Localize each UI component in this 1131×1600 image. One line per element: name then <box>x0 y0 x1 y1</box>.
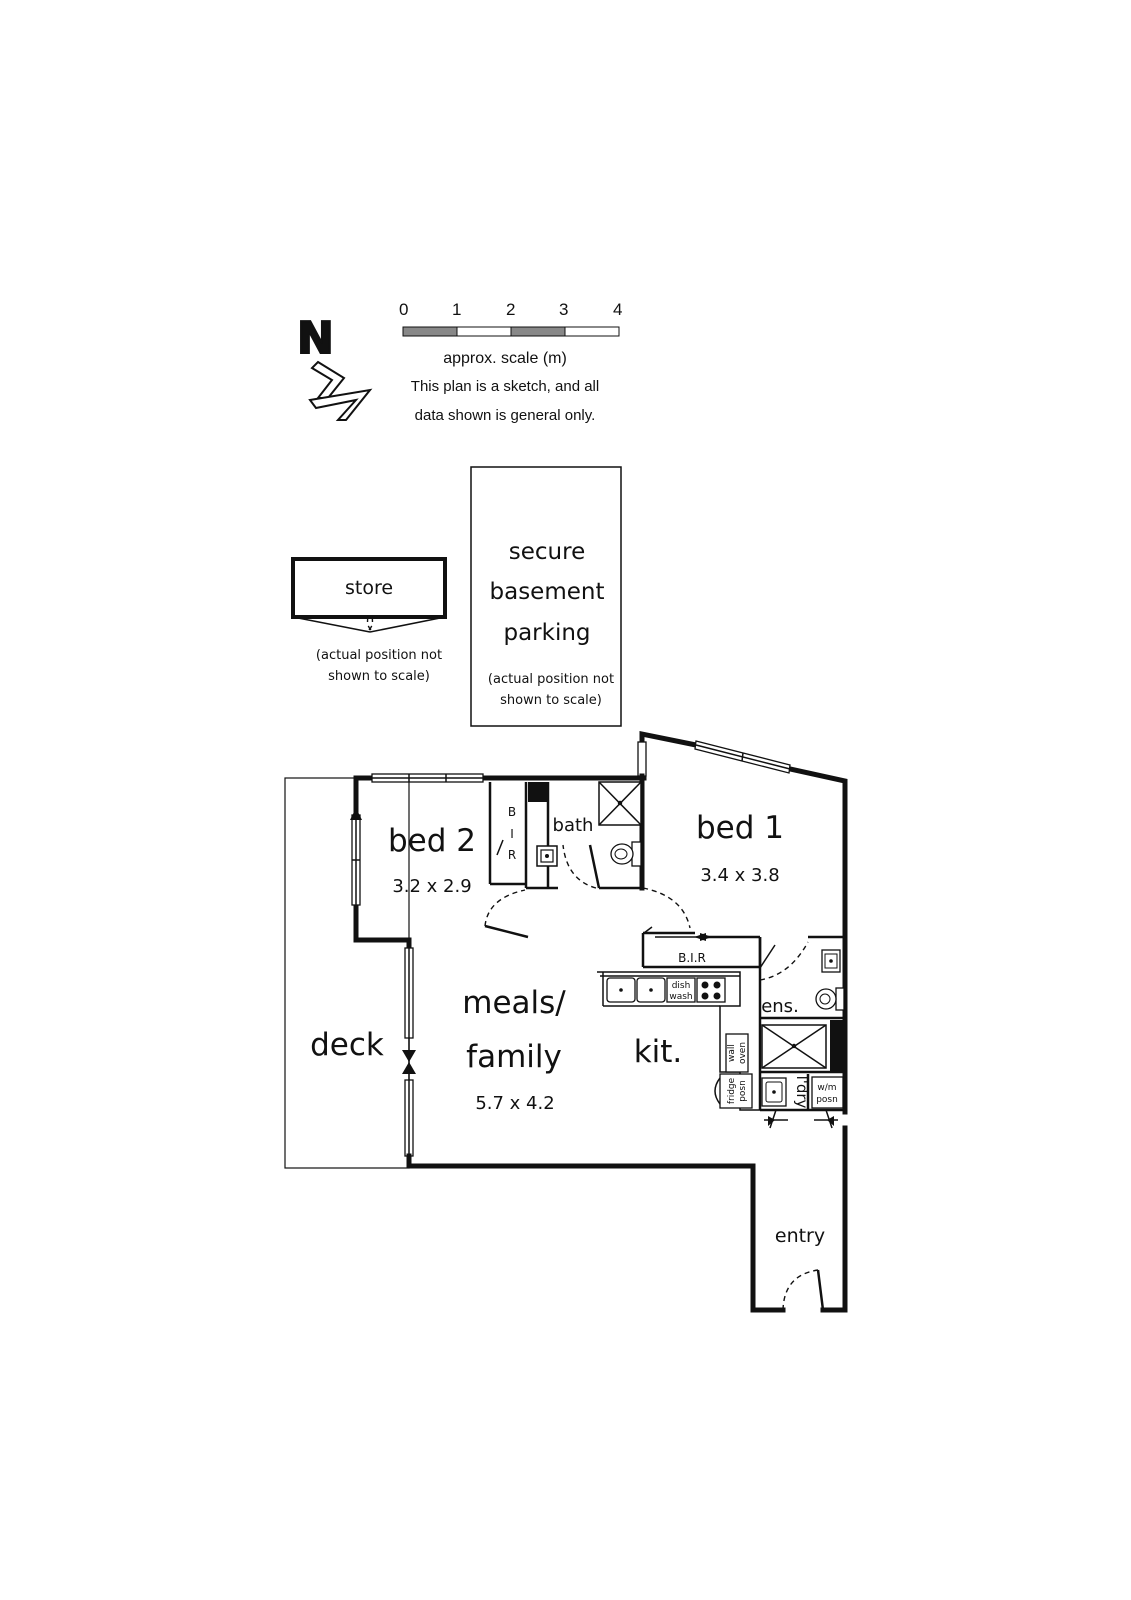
store-label: store <box>345 577 393 599</box>
bath-name: bath <box>553 815 594 836</box>
meals-line2: family <box>466 1039 562 1075</box>
parking-note-line1: (actual position not <box>488 672 614 687</box>
disclaimer-line1: This plan is a sketch, and all <box>411 378 599 395</box>
parking-note-line2: shown to scale) <box>500 693 602 708</box>
laundry-fixtures <box>761 1076 844 1109</box>
parking-line2: basement <box>490 579 605 605</box>
bed2-bir-l1: B <box>508 805 516 819</box>
dishwasher-l2: wash <box>669 992 692 1002</box>
ensuite-fixtures <box>761 949 845 1069</box>
bed2-bir-l2: I <box>510 827 514 841</box>
bath-basin <box>536 845 558 867</box>
north-letter: N <box>297 313 334 364</box>
parking: secure basement parking (actual position… <box>470 466 622 727</box>
doors <box>484 839 838 1311</box>
kitchen-bench <box>597 971 761 1111</box>
bed1-bir-label: B.I.R <box>678 951 706 965</box>
scale-tick-4: 4 <box>613 300 622 319</box>
bed1-name: bed 1 <box>696 810 784 846</box>
bath-shower <box>598 781 642 826</box>
parking-line1: secure <box>509 539 585 565</box>
bed1-window <box>637 740 791 777</box>
dishwasher-l1: dish <box>672 981 691 991</box>
disclaimer-line2: data shown is general only. <box>415 407 596 424</box>
kitchen-name: kit. <box>634 1034 683 1070</box>
deck-sliding-door <box>402 947 416 1169</box>
scale-tick-2: 2 <box>506 300 515 319</box>
meals-line1: meals/ <box>462 985 566 1021</box>
bed2-dims: 3.2 x 2.9 <box>392 876 471 897</box>
fridge-l2: posn <box>738 1080 748 1102</box>
bath-toilet <box>610 841 642 867</box>
deck-name: deck <box>310 1027 384 1063</box>
bed2-window-top <box>371 773 484 783</box>
scale-tick-1: 1 <box>452 300 461 319</box>
scale-bar: 0 1 2 3 4 approx. scale (m) This plan is… <box>399 300 622 424</box>
interior-walls <box>353 773 845 1112</box>
wall-oven-l1: wall <box>727 1044 737 1062</box>
scale-caption: approx. scale (m) <box>443 350 567 367</box>
washer-l1: w/m <box>817 1083 836 1093</box>
parking-line3: parking <box>503 620 590 646</box>
washer-l2: posn <box>816 1095 838 1105</box>
north-arrow-icon: N <box>296 312 373 421</box>
ensuite-name: ens. <box>761 996 799 1017</box>
deck-outline <box>284 777 410 1169</box>
scale-tick-0: 0 <box>399 300 408 319</box>
entry-name: entry <box>775 1225 825 1247</box>
scale-tick-3: 3 <box>559 300 568 319</box>
store: store (actual position not shown to scal… <box>291 557 447 684</box>
bed1-dims: 3.4 x 3.8 <box>700 865 779 886</box>
fridge-l1: fridge <box>727 1077 737 1104</box>
store-note-line2: shown to scale) <box>328 669 430 684</box>
wall-oven-l2: oven <box>738 1042 748 1064</box>
bed2-name: bed 2 <box>388 823 476 859</box>
store-note-line1: (actual position not <box>316 648 442 663</box>
bed2-bir-l3: R <box>508 848 516 862</box>
laundry-name: l'dry <box>793 1076 811 1109</box>
meals-dims: 5.7 x 4.2 <box>475 1093 554 1114</box>
bed2-window-left <box>350 808 362 906</box>
